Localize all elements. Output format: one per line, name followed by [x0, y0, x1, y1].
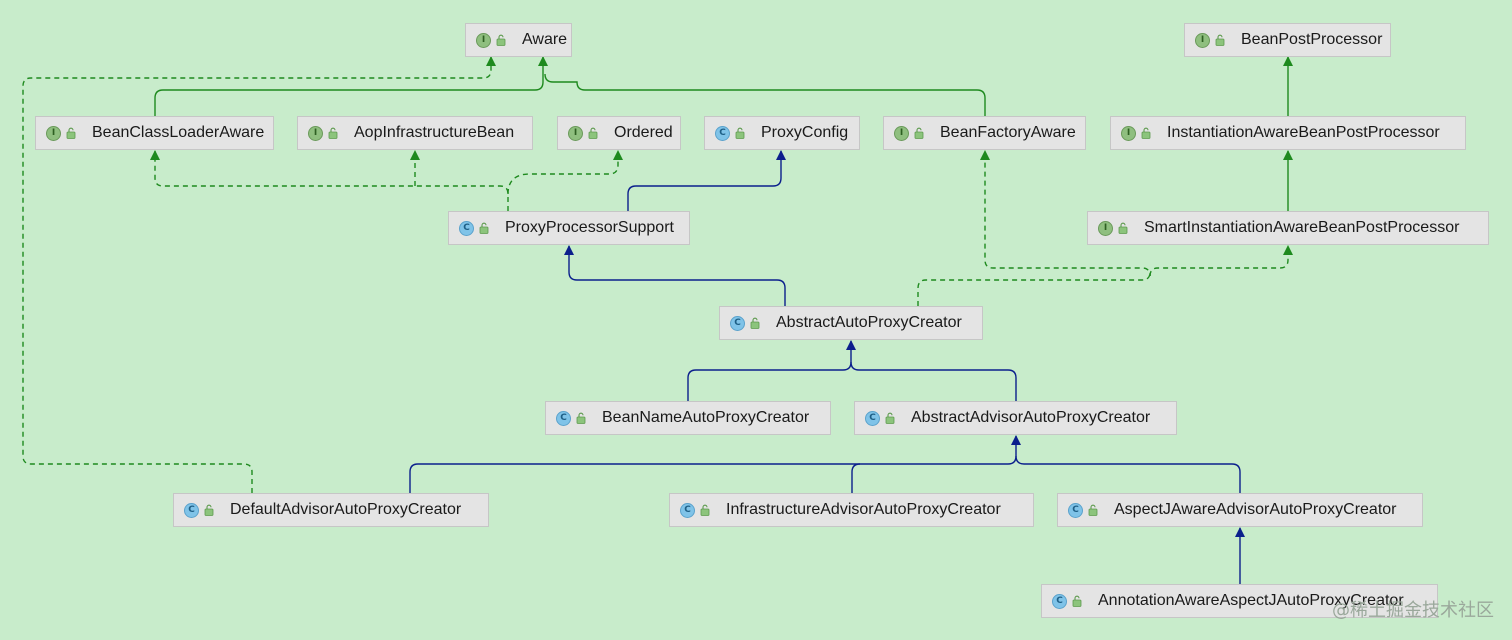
interface-icon: I	[568, 125, 583, 141]
node-label: BeanNameAutoProxyCreator	[602, 409, 810, 426]
edge-pps-ordered	[507, 150, 623, 195]
public-lock-icon	[496, 34, 506, 46]
public-lock-icon	[1215, 34, 1225, 46]
class-icon: C	[715, 125, 730, 141]
class-icon: C	[1052, 593, 1067, 609]
node-label: ProxyProcessorSupport	[505, 219, 674, 236]
node-aware[interactable]: I Aware	[465, 23, 572, 57]
node-label: AnnotationAwareAspectJAutoProxyCreator	[1098, 592, 1404, 609]
interface-icon: I	[308, 125, 323, 141]
node-abstractadvisorautoproxycreator[interactable]: C AbstractAdvisorAutoProxyCreator	[854, 401, 1177, 435]
node-ordered[interactable]: I Ordered	[557, 116, 681, 150]
node-proxyprocessorsupport[interactable]: C ProxyProcessorSupport	[448, 211, 690, 245]
node-defaultadvisorautoproxycreator[interactable]: C DefaultAdvisorAutoProxyCreator	[173, 493, 489, 527]
node-beanclassloaderaware[interactable]: I BeanClassLoaderAware	[35, 116, 274, 150]
node-label: Aware	[522, 31, 568, 48]
node-label: DefaultAdvisorAutoProxyCreator	[230, 501, 462, 518]
node-aopinfrastructurebean[interactable]: I AopInfrastructureBean	[297, 116, 533, 150]
node-label: InfrastructureAdvisorAutoProxyCreator	[726, 501, 1001, 518]
node-label: AbstractAdvisorAutoProxyCreator	[911, 409, 1151, 426]
node-aspectjawareadvisorautoproxycreator[interactable]: C AspectJAwareAdvisorAutoProxyCreator	[1057, 493, 1423, 527]
interface-icon: I	[46, 125, 61, 141]
edge-pps-proxyconfig	[627, 150, 786, 211]
node-label: BeanPostProcessor	[1241, 31, 1383, 48]
edge-beanclassloaderaware-aware	[154, 56, 548, 116]
interface-icon: I	[1121, 125, 1136, 141]
edge-beanname-aapc	[687, 340, 856, 401]
edge-default-advisor	[409, 435, 1021, 493]
node-proxyconfig[interactable]: C ProxyConfig	[704, 116, 860, 150]
public-lock-icon	[750, 317, 760, 329]
class-icon: C	[556, 410, 571, 426]
edge-aspectj-advisor	[1015, 455, 1241, 493]
class-icon: C	[1068, 502, 1083, 518]
public-lock-icon	[479, 222, 489, 234]
class-icon: C	[730, 315, 745, 331]
edge-beanfactoryaware-aware	[544, 73, 986, 116]
interface-icon: I	[1195, 32, 1210, 48]
node-annotationawareaspectjautoproxycreator[interactable]: C AnnotationAwareAspectJAutoProxyCreator	[1041, 584, 1438, 618]
interface-icon: I	[894, 125, 909, 141]
public-lock-icon	[1141, 127, 1151, 139]
node-instantiationawarebeanpostprocessor[interactable]: I InstantiationAwareBeanPostProcessor	[1110, 116, 1466, 150]
public-lock-icon	[66, 127, 76, 139]
interface-icon: I	[1098, 220, 1113, 236]
public-lock-icon	[1118, 222, 1128, 234]
edge-infrastructure-advisor	[851, 463, 861, 493]
public-lock-icon	[204, 504, 214, 516]
node-label: ProxyConfig	[761, 124, 849, 141]
edge-aapc-pps	[564, 245, 786, 306]
public-lock-icon	[576, 412, 586, 424]
class-icon: C	[459, 220, 474, 236]
node-beannameautoproxycreator[interactable]: C BeanNameAutoProxyCreator	[545, 401, 831, 435]
node-label: BeanClassLoaderAware	[92, 124, 265, 141]
public-lock-icon	[1072, 595, 1082, 607]
edge-default-aware	[22, 56, 496, 493]
node-label: AbstractAutoProxyCreator	[776, 314, 962, 331]
node-abstractautoproxycreator[interactable]: C AbstractAutoProxyCreator	[719, 306, 983, 340]
interface-icon: I	[476, 32, 491, 48]
node-label: SmartInstantiationAwareBeanPostProcessor	[1144, 219, 1460, 236]
node-smartinstantiationawarebeanpostprocessor[interactable]: I SmartInstantiationAwareBeanPostProcesso…	[1087, 211, 1489, 245]
class-icon: C	[680, 502, 695, 518]
public-lock-icon	[328, 127, 338, 139]
node-infrastructureadvisorautoproxycreator[interactable]: C InfrastructureAdvisorAutoProxyCreator	[669, 493, 1034, 527]
node-label: InstantiationAwareBeanPostProcessor	[1167, 124, 1440, 141]
public-lock-icon	[735, 127, 745, 139]
node-beanfactoryaware[interactable]: I BeanFactoryAware	[883, 116, 1086, 150]
public-lock-icon	[700, 504, 710, 516]
edge-pps-beanclassloaderaware	[150, 150, 509, 211]
public-lock-icon	[1088, 504, 1098, 516]
node-label: AopInfrastructureBean	[354, 124, 515, 141]
node-label: Ordered	[614, 124, 673, 141]
public-lock-icon	[885, 412, 895, 424]
node-beanpostprocessor[interactable]: I BeanPostProcessor	[1184, 23, 1391, 57]
class-icon: C	[184, 502, 199, 518]
watermark: @稀土掘金技术社区	[1332, 600, 1494, 621]
public-lock-icon	[588, 127, 598, 139]
public-lock-icon	[914, 127, 924, 139]
edge-aapc-smartinstantiation	[1149, 245, 1293, 277]
node-label: AspectJAwareAdvisorAutoProxyCreator	[1114, 501, 1397, 518]
class-icon: C	[865, 410, 880, 426]
node-label: BeanFactoryAware	[940, 124, 1076, 141]
edge-advisor-aapc	[850, 361, 1017, 401]
